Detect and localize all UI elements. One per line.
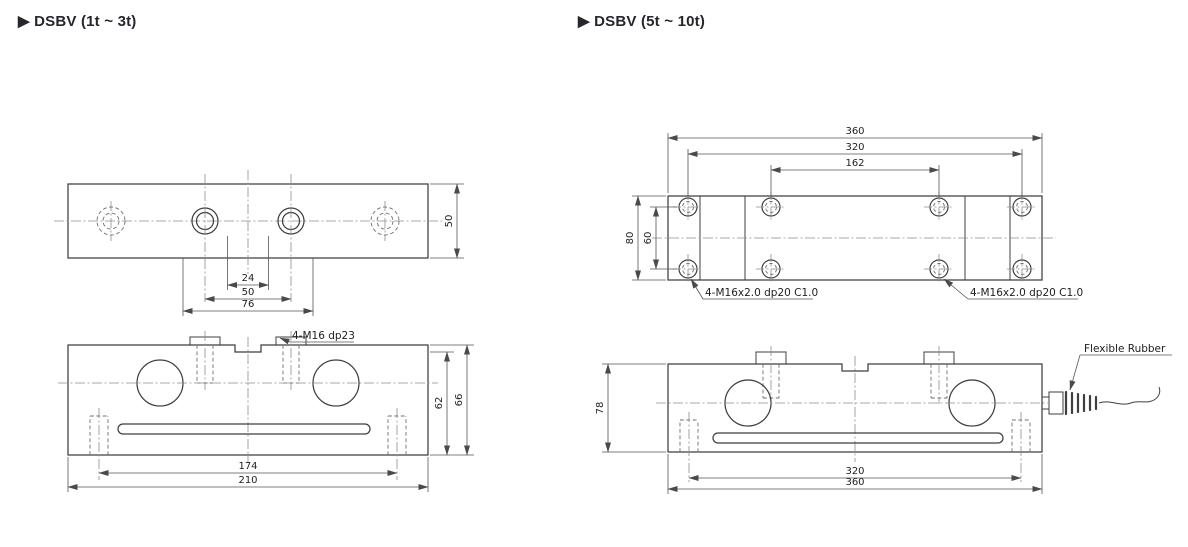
hidden-hole-right-inner	[376, 212, 394, 230]
bolt-callout-left: 4-M16x2.0 dp20 C1.0	[690, 278, 818, 300]
right-panel-title: ▶ DSBV (5t ~ 10t)	[578, 13, 706, 30]
dim-text-50b: 50	[242, 287, 255, 298]
dim-text-78: 78	[595, 402, 606, 415]
dim-text-80: 80	[625, 232, 636, 245]
left-top-view: 50 24 50 76	[54, 170, 464, 316]
leader-line	[279, 337, 291, 345]
body-outline	[667, 195, 1043, 281]
dim-text-62: 62	[434, 397, 445, 410]
dim-text-320: 320	[845, 142, 864, 153]
dim-total-length-210: 210	[67, 457, 429, 492]
bolt-callout-right: 4-M16x2.0 dp20 C1.0	[943, 278, 1083, 300]
cable-wire	[1098, 386, 1161, 405]
dim-text-50: 50	[444, 215, 455, 228]
dim-hole-pitch-50: 50	[204, 287, 292, 302]
dim-total-length-360b: 360	[667, 454, 1043, 494]
dim-text-360b: 360	[845, 477, 864, 488]
right-top-view: 360 320 162 80	[625, 126, 1083, 300]
dim-total-height-66: 66	[430, 344, 474, 456]
dim-width-80: 80	[625, 195, 666, 281]
dim-text-66: 66	[454, 394, 465, 407]
slot	[117, 423, 371, 435]
leader-line	[1069, 354, 1081, 391]
cable-gland-body	[1048, 391, 1064, 415]
dim-bolt-pitch-174: 174	[98, 461, 398, 476]
dim-text-76: 76	[242, 299, 255, 310]
bolt-label: 4-M16 dp23	[292, 330, 355, 342]
bolt-label-right: 4-M16x2.0 dp20 C1.0	[970, 287, 1083, 299]
left-panel-title: ▶ DSBV (1t ~ 3t)	[18, 13, 137, 30]
dim-hole-rows-60: 60	[643, 206, 677, 270]
cable-label: Flexible Rubber	[1084, 343, 1166, 355]
cable-callout: Flexible Rubber	[1069, 343, 1172, 391]
dim-bolt-pitch-320: 320	[688, 466, 1022, 481]
body-outline	[67, 344, 429, 456]
dim-text-162: 162	[845, 158, 864, 169]
hidden-hole-left-inner	[102, 212, 120, 230]
dim-text-174: 174	[238, 461, 257, 472]
dim-width-50: 50	[430, 183, 464, 259]
dim-text-210: 210	[238, 475, 257, 486]
dim-text-360: 360	[845, 126, 864, 137]
bolt-callout: 4-M16 dp23	[279, 330, 355, 345]
dim-total-length-360: 360	[667, 126, 1043, 193]
left-side-view: 4-M16 dp23 62 66 174 210	[58, 330, 474, 492]
dim-body-height-62: 62	[430, 351, 454, 456]
bolt-label-left: 4-M16x2.0 dp20 C1.0	[705, 287, 818, 299]
dim-height-78: 78	[595, 363, 666, 453]
dim-bolt-pitch-inner-162: 162	[770, 158, 940, 197]
dim-hole-outer-76: 76	[182, 258, 314, 316]
cable-assembly	[1041, 386, 1161, 416]
body-outline	[667, 363, 1043, 453]
dim-text-320b: 320	[845, 466, 864, 477]
dim-text-24: 24	[242, 273, 255, 284]
dim-text-60: 60	[643, 232, 654, 245]
dim-bolt-pitch-outer-320: 320	[687, 142, 1023, 197]
leader-line	[690, 278, 704, 300]
right-side-view: Flexible Rubber 78 320 360	[595, 343, 1172, 494]
dim-hole-inner-24: 24	[227, 236, 269, 290]
slot	[712, 432, 1004, 444]
leader-line	[943, 278, 969, 300]
